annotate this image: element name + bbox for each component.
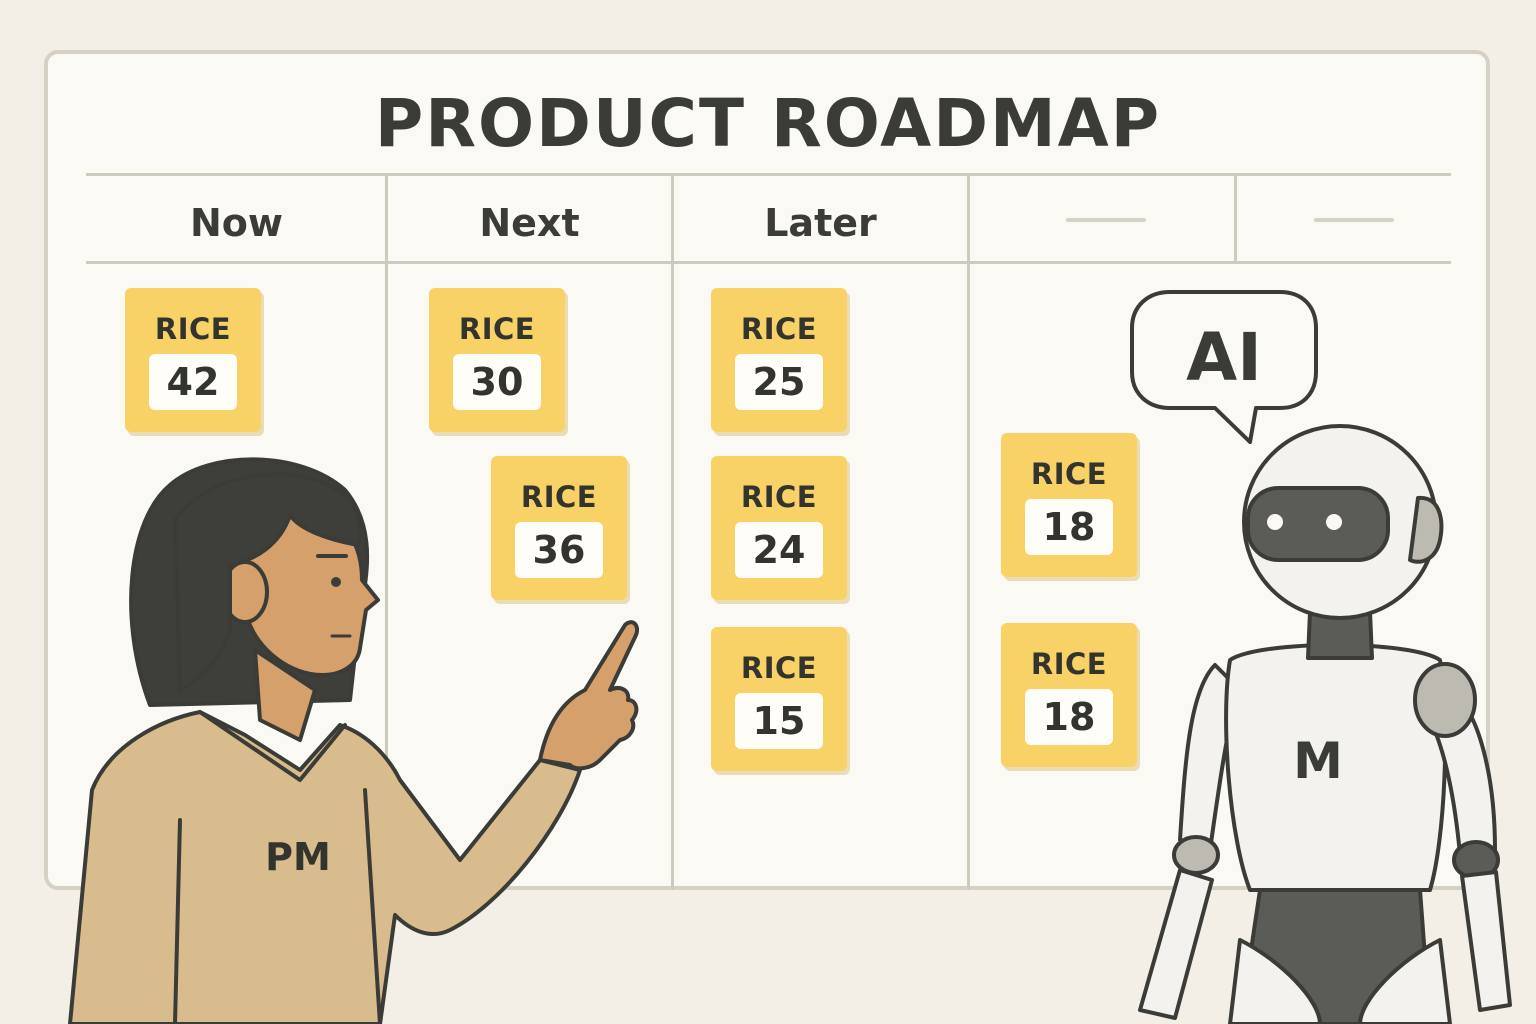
rice-card[interactable]: RICE 36 xyxy=(491,456,627,600)
card-label: RICE xyxy=(740,312,818,346)
rice-card[interactable]: RICE 18 xyxy=(1001,433,1137,577)
grid-line xyxy=(86,173,1451,176)
card-score: 30 xyxy=(453,354,541,410)
column-header-now: Now xyxy=(189,201,283,245)
card-label: RICE xyxy=(154,312,232,346)
card-score: 18 xyxy=(1025,499,1113,555)
card-score: 36 xyxy=(515,522,603,578)
column-divider xyxy=(967,176,970,890)
pm-person xyxy=(68,457,639,1024)
column-divider xyxy=(1234,176,1237,264)
speech-bubble-icon: AI xyxy=(1130,290,1318,444)
column-divider xyxy=(671,176,674,890)
ai-robot xyxy=(1138,424,1512,1024)
rice-card[interactable]: RICE 24 xyxy=(711,456,847,600)
rice-card[interactable]: RICE 25 xyxy=(711,288,847,432)
card-label: RICE xyxy=(740,651,818,685)
card-label: RICE xyxy=(1030,457,1108,491)
card-label: RICE xyxy=(458,312,536,346)
grid-line xyxy=(86,261,1451,264)
card-score: 42 xyxy=(149,354,237,410)
card-label: RICE xyxy=(740,480,818,514)
rice-card[interactable]: RICE 42 xyxy=(125,288,261,432)
card-label: RICE xyxy=(1030,647,1108,681)
column-divider xyxy=(385,176,388,890)
column-header-placeholder xyxy=(1066,218,1146,222)
card-score: 15 xyxy=(735,693,823,749)
column-header-later: Later xyxy=(764,201,877,245)
pm-shirt-label: PM xyxy=(265,835,331,879)
column-header-placeholder xyxy=(1314,218,1394,222)
column-header-next: Next xyxy=(479,201,580,245)
robot-chest-label: M xyxy=(1293,732,1343,790)
card-label: RICE xyxy=(520,480,598,514)
rice-card[interactable]: RICE 30 xyxy=(429,288,565,432)
ai-bubble-text: AI xyxy=(1186,319,1262,396)
card-score: 18 xyxy=(1025,689,1113,745)
card-score: 25 xyxy=(735,354,823,410)
rice-card[interactable]: RICE 18 xyxy=(1001,623,1137,767)
board-title: PRODUCT ROADMAP xyxy=(374,85,1162,162)
rice-card[interactable]: RICE 15 xyxy=(711,627,847,771)
card-score: 24 xyxy=(735,522,823,578)
